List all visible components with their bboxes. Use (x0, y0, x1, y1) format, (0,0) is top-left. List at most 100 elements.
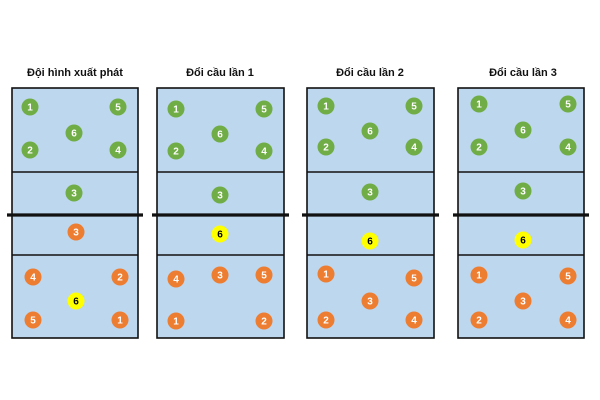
panel-title-rotation-1: Đổi cầu lần 1 (186, 67, 254, 79)
green-player-marker (255, 100, 273, 118)
orange-player: 4 (24, 268, 42, 286)
orange-player-number: 5 (411, 274, 417, 285)
orange-player: 1 (317, 265, 335, 283)
orange-player: 5 (24, 311, 42, 329)
orange-player: 5 (559, 267, 577, 285)
green-player-marker (470, 138, 488, 156)
orange-player-number: 3 (520, 297, 526, 308)
green-player: 3 (65, 184, 83, 202)
orange-player: 1 (470, 266, 488, 284)
yellow-player-number: 6 (217, 230, 223, 241)
green-player: 2 (21, 141, 39, 159)
green-player-number: 2 (476, 143, 482, 154)
orange-player: 4 (405, 311, 423, 329)
yellow-player-number: 6 (367, 237, 373, 248)
orange-player-number: 4 (30, 273, 36, 284)
green-player: 2 (470, 138, 488, 156)
orange-player-marker (167, 312, 185, 330)
orange-player: 5 (405, 269, 423, 287)
green-player: 6 (211, 125, 229, 143)
green-player-marker (211, 125, 229, 143)
green-player-number: 6 (71, 129, 77, 140)
orange-player-marker (361, 292, 379, 310)
orange-player-marker (255, 266, 273, 284)
panel-title-rotation-3: Đổi cầu lần 3 (489, 67, 557, 79)
orange-player: 4 (167, 270, 185, 288)
green-player-number: 5 (411, 102, 417, 113)
green-player: 2 (167, 142, 185, 160)
orange-player: 1 (111, 311, 129, 329)
green-player: 1 (167, 100, 185, 118)
green-player-marker (361, 183, 379, 201)
orange-player-number: 5 (30, 316, 36, 327)
green-player-number: 4 (565, 143, 571, 154)
green-player: 5 (109, 98, 127, 116)
green-player-number: 3 (520, 187, 526, 198)
orange-player: 5 (255, 266, 273, 284)
green-player: 1 (470, 95, 488, 113)
green-player-marker (514, 121, 532, 139)
orange-player: 3 (514, 292, 532, 310)
green-player-marker (317, 97, 335, 115)
green-player-marker (255, 142, 273, 160)
yellow-player-number: 6 (520, 236, 526, 247)
court-outline (156, 87, 285, 339)
green-player-marker (167, 142, 185, 160)
orange-player-marker (405, 311, 423, 329)
green-player-marker (21, 141, 39, 159)
yellow-player: 6 (361, 232, 379, 250)
green-player: 6 (361, 122, 379, 140)
green-player-number: 4 (411, 143, 417, 154)
yellow-player: 6 (514, 231, 532, 249)
green-player-number: 1 (476, 100, 482, 111)
green-player-marker (21, 98, 39, 116)
orange-player: 4 (559, 311, 577, 329)
green-player: 5 (255, 100, 273, 118)
green-player: 2 (317, 138, 335, 156)
green-player-number: 1 (27, 103, 33, 114)
orange-player-marker (559, 267, 577, 285)
green-player: 4 (405, 138, 423, 156)
green-player-number: 4 (115, 146, 121, 157)
panel-title-start: Đội hình xuất phát (27, 67, 123, 79)
yellow-player-marker (67, 292, 85, 310)
orange-player: 2 (111, 268, 129, 286)
orange-player-number: 2 (476, 316, 482, 327)
green-player: 6 (65, 124, 83, 142)
green-player-marker (514, 182, 532, 200)
yellow-player-marker (211, 225, 229, 243)
green-player-number: 2 (173, 147, 179, 158)
orange-player: 3 (67, 223, 85, 241)
orange-player-number: 4 (565, 316, 571, 327)
orange-player-number: 1 (476, 271, 482, 282)
orange-player-number: 1 (173, 317, 179, 328)
orange-player-marker (24, 311, 42, 329)
green-player-number: 6 (367, 127, 373, 138)
yellow-player-marker (361, 232, 379, 250)
green-player-number: 3 (217, 191, 223, 202)
orange-player-number: 5 (261, 271, 267, 282)
green-player: 5 (405, 97, 423, 115)
orange-player-marker (470, 311, 488, 329)
green-player-marker (109, 98, 127, 116)
orange-player-marker (317, 265, 335, 283)
orange-player-number: 2 (323, 316, 329, 327)
green-player-marker (559, 95, 577, 113)
orange-player: 2 (255, 312, 273, 330)
orange-player-marker (514, 292, 532, 310)
green-player: 4 (559, 138, 577, 156)
yellow-player-marker (514, 231, 532, 249)
panel-title-rotation-2: Đổi cầu lần 2 (336, 67, 404, 79)
orange-player-number: 4 (411, 316, 417, 327)
green-player-marker (405, 97, 423, 115)
green-player-number: 4 (261, 147, 267, 158)
green-player-number: 2 (27, 146, 33, 157)
green-player-marker (65, 124, 83, 142)
yellow-player: 6 (211, 225, 229, 243)
orange-player-number: 4 (173, 275, 179, 286)
yellow-player-number: 6 (73, 297, 79, 308)
orange-player-number: 1 (323, 270, 329, 281)
